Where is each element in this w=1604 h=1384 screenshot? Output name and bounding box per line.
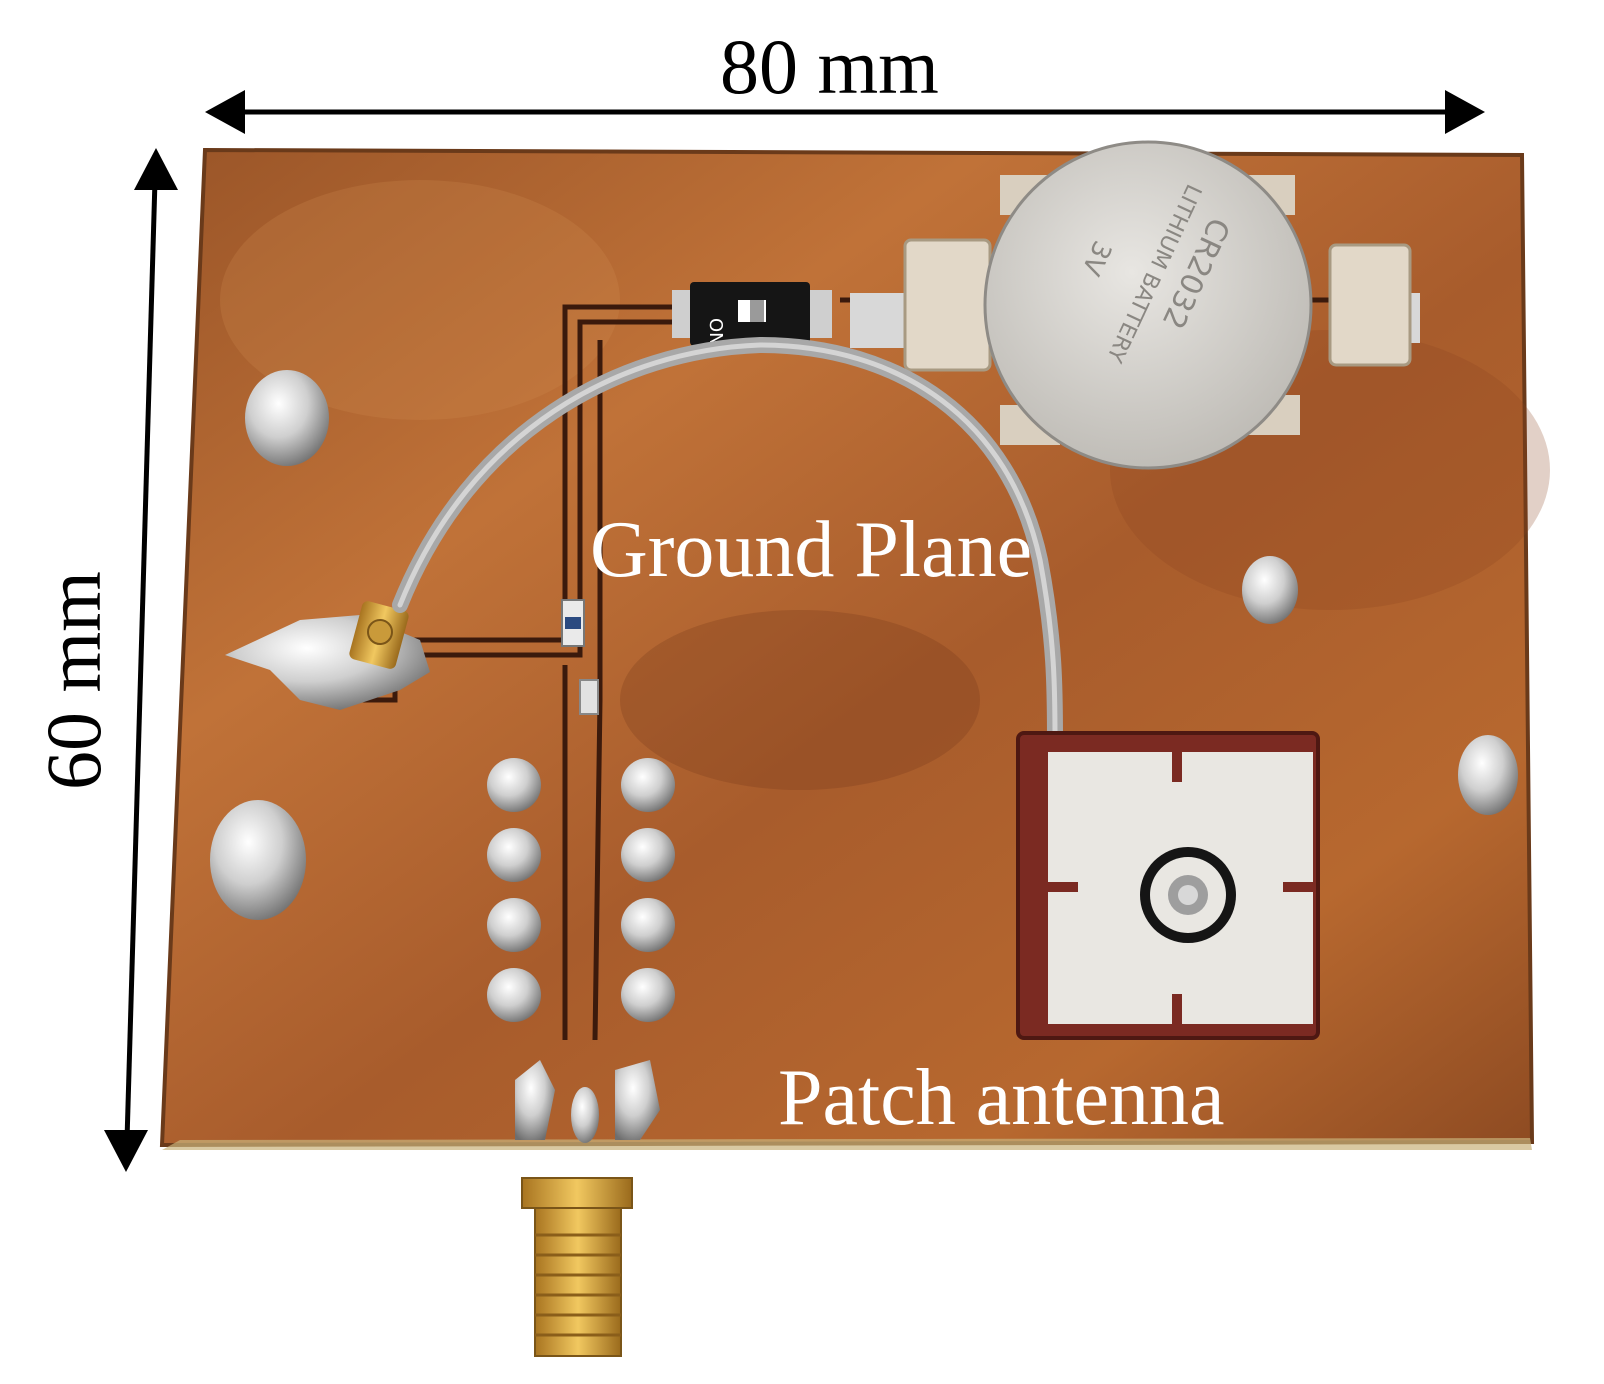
- switch-label: ON: [705, 318, 726, 346]
- patch-antenna: [1016, 731, 1320, 1040]
- sma-connector: [521, 1177, 633, 1357]
- height-dimension-arrow: [104, 148, 178, 1172]
- slide-switch: [672, 282, 832, 346]
- ufl-connector: [349, 601, 409, 669]
- smd-component: [561, 599, 599, 715]
- height-dimension-label: 60 mm: [30, 571, 117, 790]
- ground-plane-label: Ground Plane: [590, 506, 1033, 594]
- width-dimension-arrow: [205, 90, 1485, 134]
- header-solder-pads: [487, 758, 675, 1143]
- width-dimension-label: 80 mm: [720, 23, 939, 110]
- coin-battery: [983, 140, 1313, 470]
- patch-antenna-label: Patch antenna: [778, 1054, 1225, 1142]
